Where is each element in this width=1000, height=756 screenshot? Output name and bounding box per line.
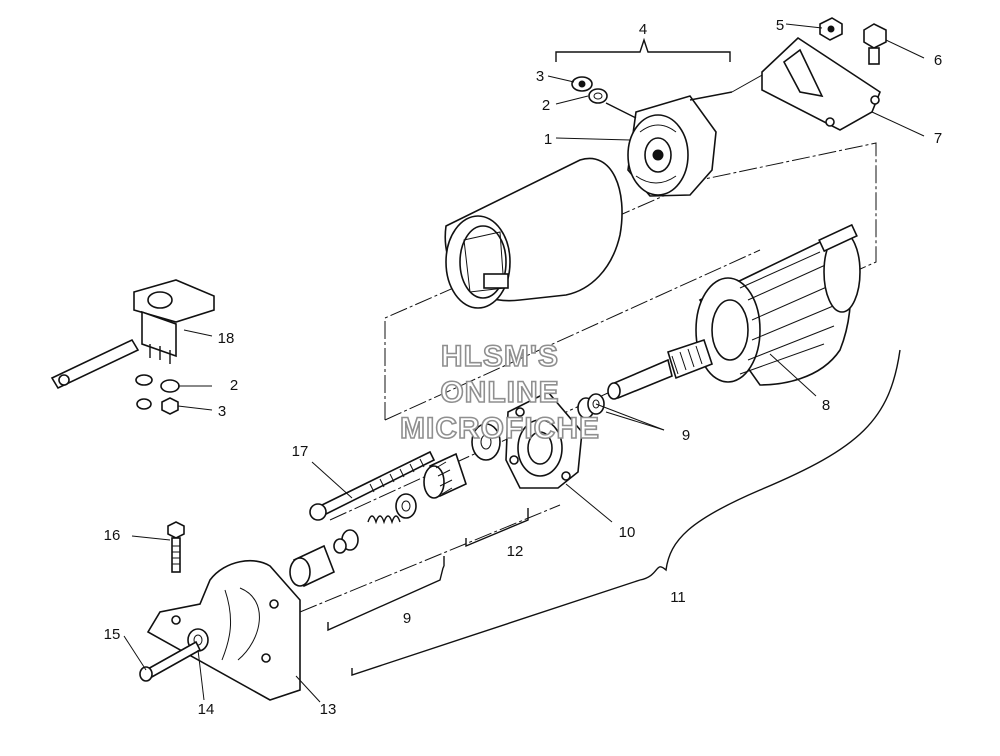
callout-2-top: 2 xyxy=(542,97,550,114)
washer-bolt-lower-part xyxy=(139,628,209,682)
callout-3-left: 3 xyxy=(218,403,226,420)
mounting-bracket-part xyxy=(761,36,881,131)
drive-gear-assembly-part xyxy=(423,423,501,499)
callout-8: 8 xyxy=(822,397,830,414)
callout-13: 13 xyxy=(320,701,337,718)
callout-1: 1 xyxy=(544,131,552,148)
callout-12: 12 xyxy=(507,543,524,560)
callout-9-right: 9 xyxy=(682,427,690,444)
callout-labels: 4 3 2 1 5 6 7 8 9 10 11 12 9 17 16 15 14… xyxy=(104,17,943,718)
end-cap-part xyxy=(605,64,781,197)
callout-14: 14 xyxy=(198,701,215,718)
armature-part xyxy=(607,223,861,400)
nut-part xyxy=(819,17,843,41)
rear-support-bracket-part xyxy=(146,559,301,701)
group-braces xyxy=(327,37,901,676)
callout-5: 5 xyxy=(776,17,784,34)
callout-6: 6 xyxy=(934,52,942,69)
solenoid-switch-part xyxy=(50,279,215,390)
bolt-part xyxy=(863,23,887,65)
callout-11: 11 xyxy=(670,589,686,606)
callout-16: 16 xyxy=(104,527,121,544)
callout-10: 10 xyxy=(619,524,636,541)
callout-7: 7 xyxy=(934,130,942,147)
washer-nut-top-part xyxy=(571,76,608,104)
callout-17: 17 xyxy=(292,443,309,460)
callout-3-top: 3 xyxy=(536,68,544,85)
callout-18: 18 xyxy=(218,330,235,347)
watermark: HLSM'S ONLINE MICROFICHE xyxy=(399,339,600,446)
watermark-line-3: MICROFICHE xyxy=(400,412,600,445)
watermark-line-2: ONLINE xyxy=(440,376,559,409)
mounting-bolt-vertical-part xyxy=(167,521,185,573)
callout-4: 4 xyxy=(639,21,647,38)
drive-end-plate-part xyxy=(505,391,583,489)
motor-housing-part xyxy=(444,157,623,309)
callout-9-lower: 9 xyxy=(403,610,411,627)
callout-15: 15 xyxy=(104,626,121,643)
drive-springs-collars-part xyxy=(289,493,417,588)
through-bolt-part xyxy=(309,450,436,521)
callout-2-left: 2 xyxy=(230,377,238,394)
watermark-line-1: HLSM'S xyxy=(441,340,559,373)
washer-nut-left-part xyxy=(135,374,180,415)
leader-lines xyxy=(123,23,925,703)
